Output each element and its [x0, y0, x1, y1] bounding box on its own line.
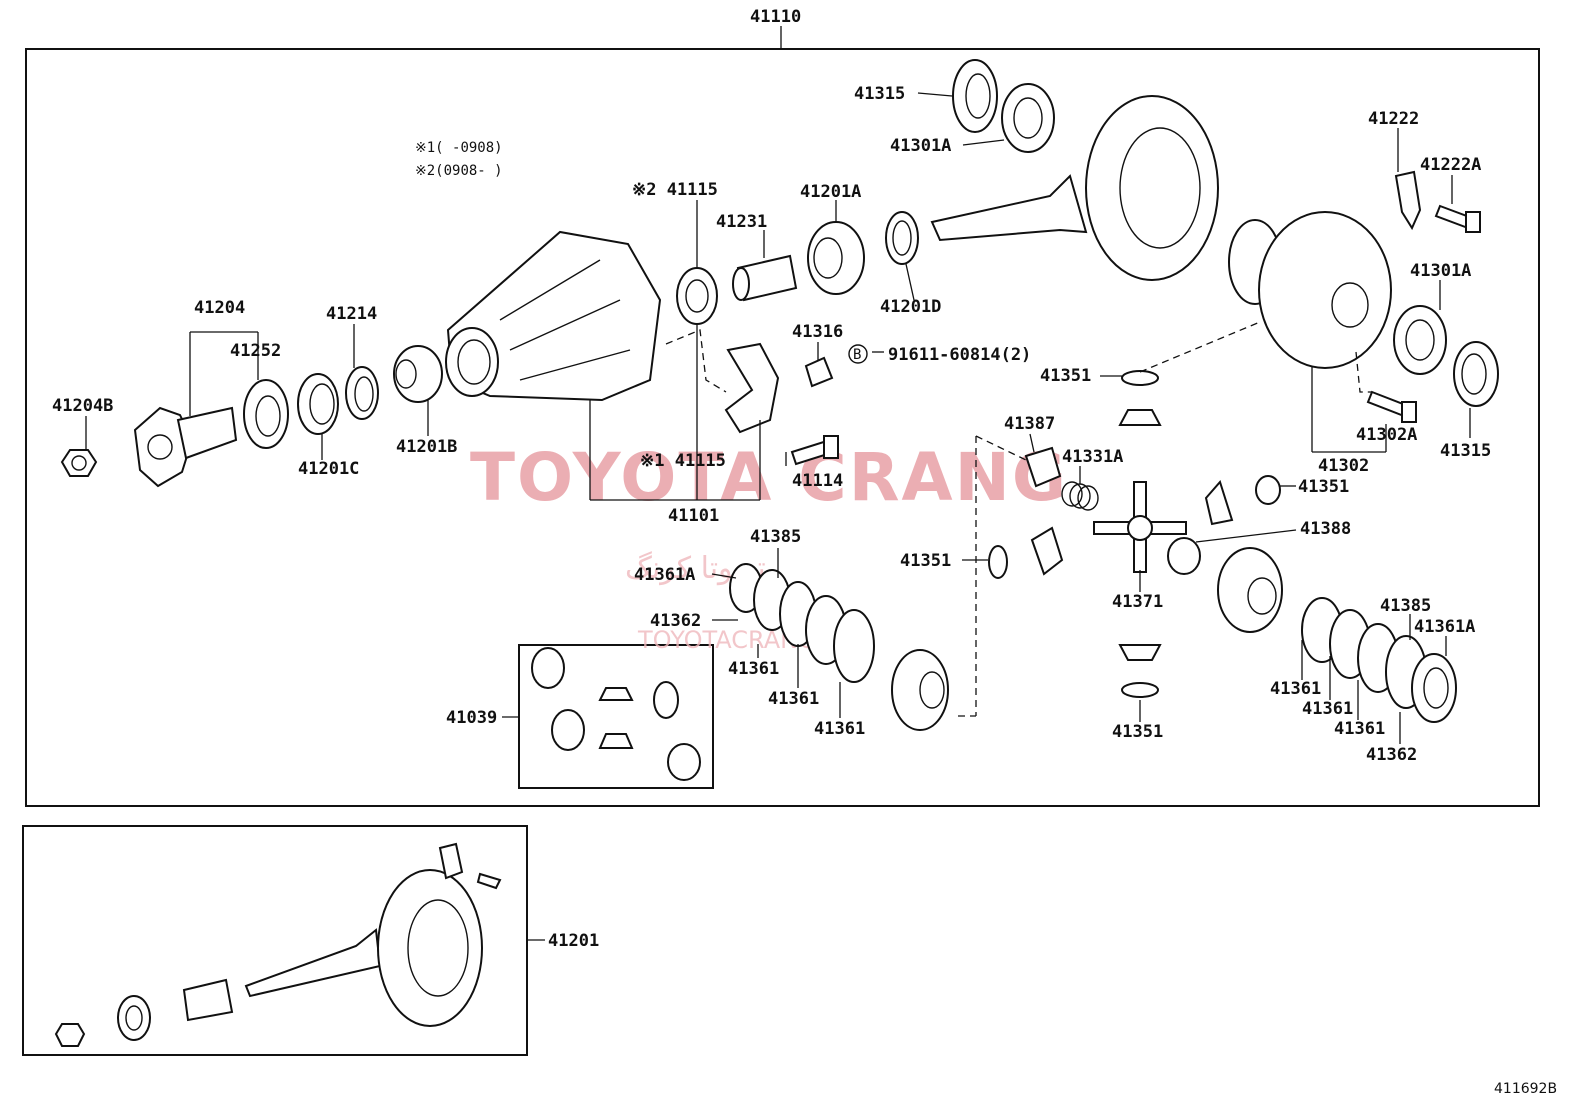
label-41331a: 41331A [1062, 447, 1123, 467]
svg-text:B: B [853, 347, 861, 363]
label-41351-b: 41351 [1298, 477, 1349, 497]
figure-code: 411692B [1494, 1081, 1557, 1097]
ring-gear-pinion-drawing [930, 95, 1219, 281]
label-41361a-a: 41361A [634, 565, 695, 585]
side-pinion-right-drawing [1204, 480, 1234, 526]
cap-bolt-drawing [790, 435, 839, 466]
front-bearing-outer-drawing [297, 373, 339, 435]
block-41387-drawing [1024, 446, 1062, 488]
label-41114: 41114 [792, 471, 843, 491]
label-41301a-right: 41301A [1410, 261, 1471, 281]
label-41201c: 41201C [298, 459, 359, 479]
pinion-shim-drawing [885, 211, 919, 265]
label-41222: 41222 [1368, 109, 1419, 129]
label-41315-bottom: 41315 [1440, 441, 1491, 461]
label-main-assembly: 41110 [750, 7, 801, 27]
leader-lines [85, 92, 1471, 744]
companion-flange-drawing [133, 406, 238, 488]
label-41388: 41388 [1300, 519, 1351, 539]
label-41385-a: 41385 [750, 527, 801, 547]
label-41302a: 41302A [1356, 425, 1417, 445]
label-41385-b: 41385 [1380, 596, 1431, 616]
label-41351-c: 41351 [900, 551, 951, 571]
label-41361-c: 41361 [814, 719, 865, 739]
label-41316: 41316 [792, 322, 843, 342]
label-41201a: 41201A [800, 182, 861, 202]
label-41201b: 41201B [396, 437, 457, 457]
label-41315-top: 41315 [854, 84, 905, 104]
clutch-plate-pack-left-drawing [729, 563, 875, 683]
carrier-housing-drawing [445, 230, 662, 402]
label-41361-a: 41361 [728, 659, 779, 679]
thrust-washer-2-drawing [1255, 475, 1281, 505]
label-bolt-spec: 91611-60814(2) [888, 345, 1031, 365]
note-1: ※1( -0908) [415, 140, 503, 156]
case-bolt-drawing [1366, 390, 1417, 423]
label-41204b: 41204B [52, 396, 113, 416]
block-41388-drawing [1167, 537, 1201, 575]
label-41362-b: 41362 [1366, 745, 1417, 765]
differential-case-drawing [1228, 211, 1392, 369]
spring-41331a-drawing [1061, 481, 1099, 511]
pinion-shaft-spider-drawing [1093, 481, 1187, 573]
label-41201: 41201 [548, 931, 599, 951]
label-41361-e: 41361 [1302, 699, 1353, 719]
carrier-seal-drawing [676, 267, 718, 325]
label-41101: 41101 [668, 506, 719, 526]
sub-assembly-frame [22, 825, 545, 1056]
label-41204: 41204 [194, 298, 245, 318]
thrust-washer-4-drawing [1121, 682, 1159, 698]
note-2: ※2(0908- ) [415, 163, 503, 179]
label-41231: 41231 [716, 212, 767, 232]
side-bearing-right-drawing [1393, 305, 1499, 407]
pinion-bearing-drawing [807, 221, 865, 295]
pinion-gear-bottom-drawing [1118, 644, 1162, 661]
side-bearing-top-drawing [952, 59, 1055, 153]
label-41115-bottom: ※1 41115 [640, 451, 726, 471]
lock-plate-drawing [1394, 170, 1422, 231]
rear-bearing-drawing [393, 345, 443, 403]
collapsible-spacer-drawing [732, 254, 798, 302]
adjusting-nut-lock-drawing [804, 356, 834, 388]
label-41351-d: 41351 [1112, 722, 1163, 742]
lock-bolt-drawing [1434, 204, 1481, 233]
sub-assembly-parts-drawing [54, 842, 502, 1047]
oil-seal-drawing [243, 379, 289, 449]
label-41115-top: ※2 41115 [632, 180, 718, 200]
dashed-guides [665, 321, 1372, 717]
flange-nut-drawing [60, 449, 98, 477]
label-41301a-top: 41301A [890, 136, 951, 156]
label-41214: 41214 [326, 304, 377, 324]
label-41222a: 41222A [1420, 155, 1481, 175]
label-41387: 41387 [1004, 414, 1055, 434]
label-41361-b: 41361 [768, 689, 819, 709]
spacer-ring-drawing [345, 366, 379, 420]
gear-kit-contents-drawing [531, 647, 701, 781]
watermark-main: TOYOTA CRANG [470, 439, 1068, 516]
main-assembly-frame [25, 26, 1540, 807]
gear-kit-frame [502, 644, 714, 789]
bolt-symbol: B [848, 344, 868, 364]
side-pinion-left-drawing [1030, 526, 1064, 576]
label-41361-f: 41361 [1334, 719, 1385, 739]
pinion-gear-top-drawing [1118, 409, 1162, 426]
label-41361a-b: 41361A [1414, 617, 1475, 637]
side-gear-right-drawing [1217, 547, 1283, 633]
label-41302: 41302 [1318, 456, 1369, 476]
thrust-washer-1-drawing [1121, 370, 1159, 386]
label-41362-a: 41362 [650, 611, 701, 631]
label-41252: 41252 [230, 341, 281, 361]
thrust-washer-3-drawing [988, 545, 1008, 579]
clutch-plate-pack-right-drawing [1301, 597, 1457, 723]
label-41351-a: 41351 [1040, 366, 1091, 386]
bearing-cap-drawing [724, 342, 780, 434]
label-41201d: 41201D [880, 297, 941, 317]
label-41039: 41039 [446, 708, 497, 728]
label-41361-d: 41361 [1270, 679, 1321, 699]
label-41371: 41371 [1112, 592, 1163, 612]
side-gear-left-drawing [891, 649, 949, 731]
